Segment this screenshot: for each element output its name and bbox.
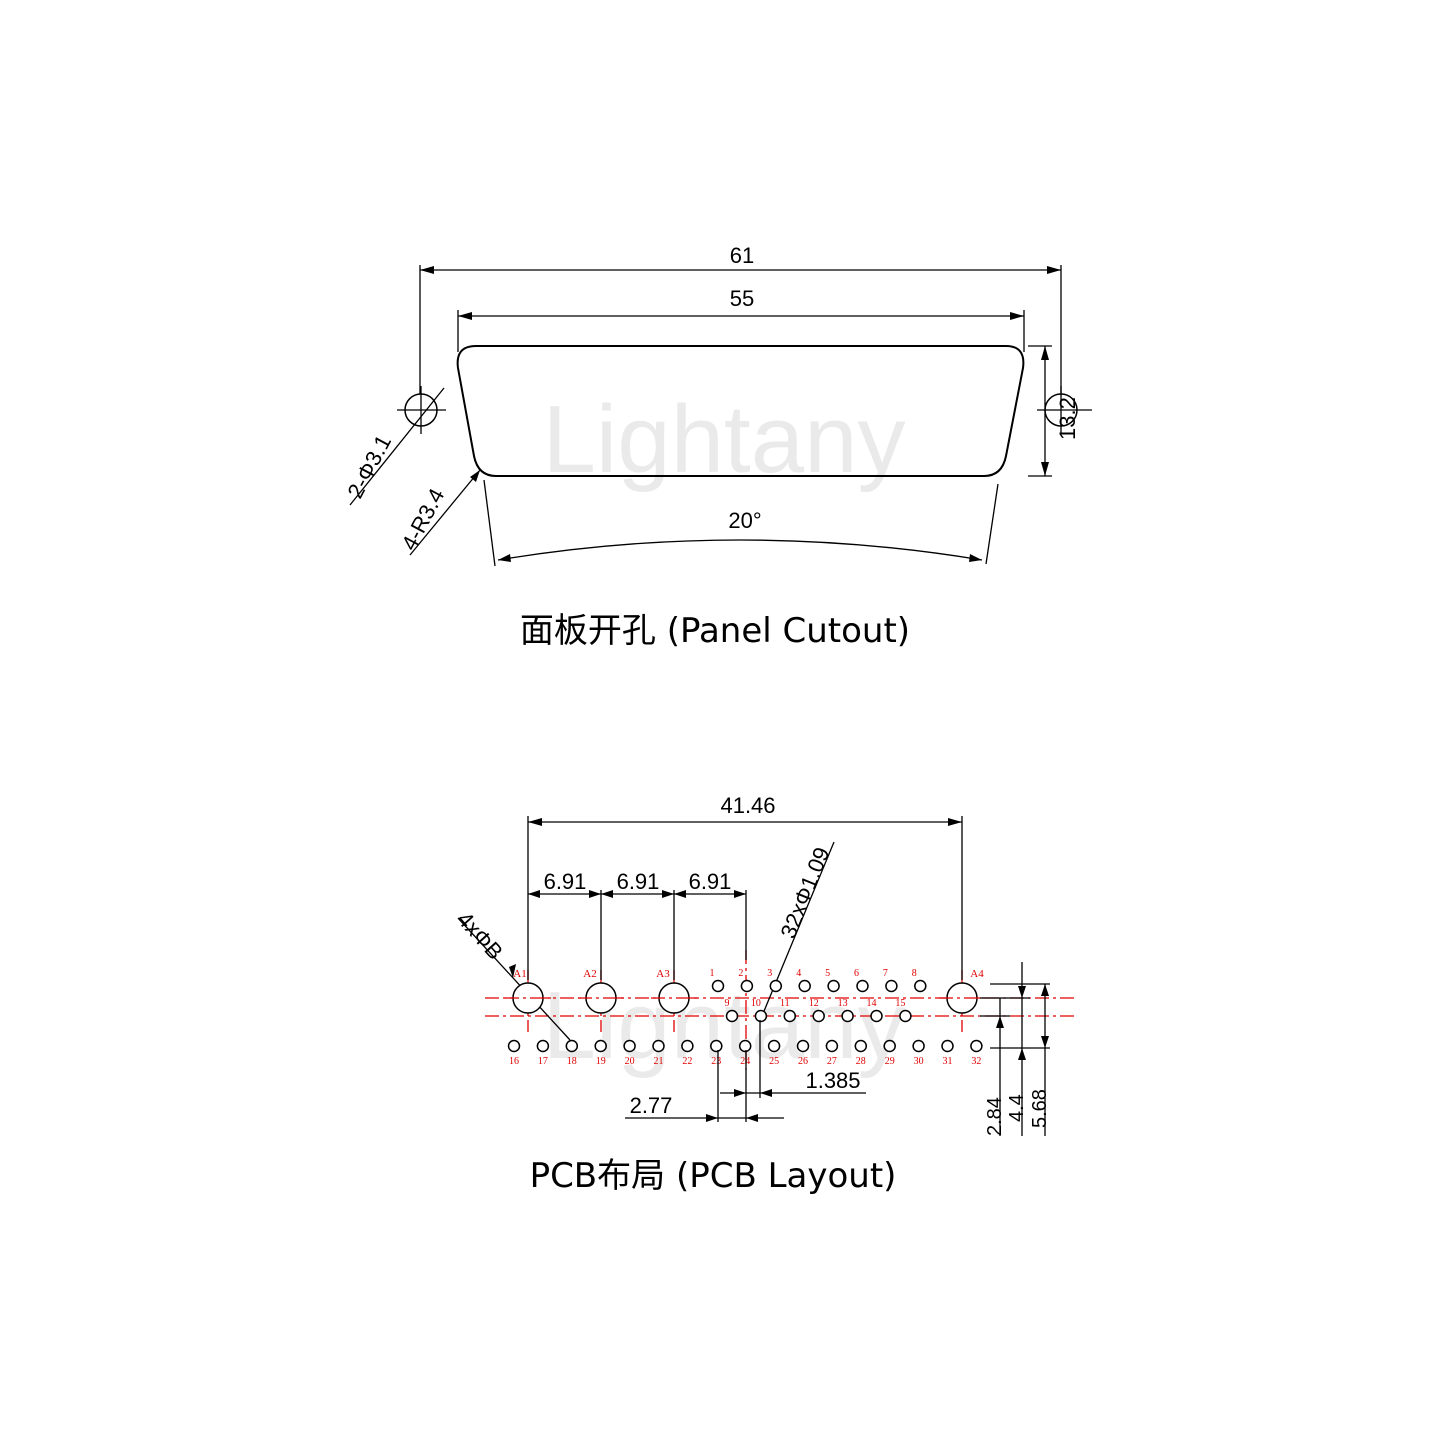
- pin-hole-27: [825, 1039, 839, 1053]
- dim-pitch-3: 6.91: [689, 869, 732, 894]
- pin-row-2: 9 10 11 12 13 14 15: [725, 998, 912, 1023]
- dim-row-2: 4.4: [1006, 1094, 1028, 1122]
- pin-label-13: 13: [838, 998, 848, 1009]
- pin-hole-12: [812, 1009, 825, 1023]
- pin-label-8: 8: [912, 968, 917, 979]
- pin-label-22: 22: [682, 1056, 692, 1067]
- pin-label-11: 11: [780, 998, 790, 1009]
- pin-label-6: 6: [854, 968, 859, 979]
- pin-hole-25: [767, 1039, 781, 1053]
- dim-pitch-2: 6.91: [617, 869, 660, 894]
- pin-hole-19: [594, 1039, 607, 1053]
- pin-label-24: 24: [740, 1056, 750, 1067]
- pin-hole-23: [710, 1039, 723, 1053]
- pin-hole-32: [970, 1039, 983, 1053]
- pin-label-25: 25: [769, 1056, 779, 1067]
- pin-label-a2: A2: [583, 968, 596, 980]
- dim-big-holes: 4xΦB: [452, 907, 508, 965]
- pin-label-19: 19: [596, 1056, 606, 1067]
- panel-caption: 面板开孔 (Panel Cutout): [520, 611, 910, 651]
- dim-draft-angle: 20°: [728, 508, 761, 533]
- pin-label-a1: A1: [513, 968, 526, 980]
- pin-hole-4: [798, 979, 811, 993]
- pin-hole-31: [941, 1039, 954, 1053]
- dim-row-1: 2.84: [984, 1097, 1006, 1136]
- pin-label-15: 15: [895, 998, 905, 1009]
- dim-pitch-1: 6.91: [544, 869, 587, 894]
- dim-span: 41.46: [720, 793, 775, 818]
- dim-cutout-height: 13.2: [1055, 397, 1080, 440]
- dim-corner-radius: 4-R3.4: [396, 484, 449, 554]
- pin-label-9: 9: [725, 998, 730, 1009]
- pin-hole-10: [754, 1009, 768, 1023]
- pin-label-14: 14: [867, 998, 877, 1009]
- pin-hole-3: [769, 979, 783, 993]
- pin-label-18: 18: [567, 1056, 577, 1067]
- pin-hole-11: [783, 1009, 797, 1023]
- pin-label-3: 3: [767, 968, 772, 979]
- pin-label-a4: A4: [970, 968, 984, 980]
- pin-label-29: 29: [885, 1056, 895, 1067]
- pin-label-2: 2: [738, 968, 743, 979]
- pin-hole-13: [841, 1009, 854, 1023]
- pin-label-7: 7: [883, 968, 888, 979]
- pin-label-1: 1: [710, 968, 715, 979]
- pin-hole-30: [912, 1039, 925, 1053]
- pin-hole-29: [883, 1039, 896, 1053]
- dim-row-3: 5.68: [1029, 1089, 1051, 1128]
- pin-row-1: 1 2 3 4 5 6 7 8: [710, 968, 927, 993]
- pin-label-4: 4: [796, 968, 801, 979]
- pin-label-12: 12: [809, 998, 819, 1009]
- pcb-layout-view: Lightany 41.46 6.91 6.91 6.91 4xΦB 32xΦ1…: [452, 793, 1075, 1196]
- pin-hole-7: [885, 979, 898, 993]
- pin-label-21: 21: [654, 1056, 664, 1067]
- pin-hole-15: [899, 1009, 912, 1023]
- pin-hole-22: [681, 1039, 694, 1053]
- pin-label-17: 17: [538, 1056, 548, 1067]
- pcb-caption: PCB布局 (PCB Layout): [530, 1156, 897, 1196]
- cutout-outline: [456, 345, 1025, 477]
- dim-hole-diameter: 2-Φ3.1: [342, 431, 396, 503]
- pin-hole-28: [854, 1039, 868, 1053]
- pin-label-30: 30: [914, 1056, 924, 1067]
- dim-small-holes: 32xΦ1.09: [775, 844, 834, 942]
- pin-hole-16: [507, 1039, 521, 1053]
- pin-hole-5: [827, 979, 840, 993]
- pin-hole-2: [740, 979, 754, 993]
- pin-label-a3: A3: [656, 968, 670, 980]
- pin-label-23: 23: [711, 1056, 721, 1067]
- pin-hole-8: [914, 979, 927, 993]
- pin-label-32: 32: [971, 1056, 981, 1067]
- pin-row-3: 16 17 18 19 20 21 22 23 24 25 26 27 28 29 30 31 32: [507, 1039, 983, 1067]
- pin-hole-21: [652, 1039, 665, 1053]
- pin-label-31: 31: [943, 1056, 953, 1067]
- pin-label-16: 16: [509, 1056, 519, 1067]
- pin-hole-20: [623, 1039, 636, 1053]
- pin-hole-24: [738, 1039, 752, 1053]
- pin-hole-14: [870, 1009, 883, 1023]
- dim-cutout-width: 55: [730, 286, 754, 311]
- panel-cutout-view: Lightany 61 55 2-Φ3.1 13.2 4: [342, 243, 1092, 651]
- pin-label-28: 28: [856, 1056, 866, 1067]
- pin-hole-9: [725, 1009, 739, 1023]
- pin-label-27: 27: [827, 1056, 837, 1067]
- pin-label-10: 10: [751, 998, 761, 1009]
- dim-total-width: 61: [730, 243, 754, 268]
- pin-hole-1: [711, 979, 725, 993]
- pin-hole-17: [536, 1039, 550, 1053]
- pin-label-5: 5: [825, 968, 830, 979]
- dim-pin-pitch: 2.77: [630, 1093, 673, 1118]
- pin-hole-18: [565, 1039, 579, 1053]
- pin-hole-26: [796, 1039, 810, 1053]
- dim-half-pitch: 1.385: [805, 1068, 860, 1093]
- pin-hole-6: [856, 979, 869, 993]
- pin-label-26: 26: [798, 1056, 808, 1067]
- pin-label-20: 20: [625, 1056, 635, 1067]
